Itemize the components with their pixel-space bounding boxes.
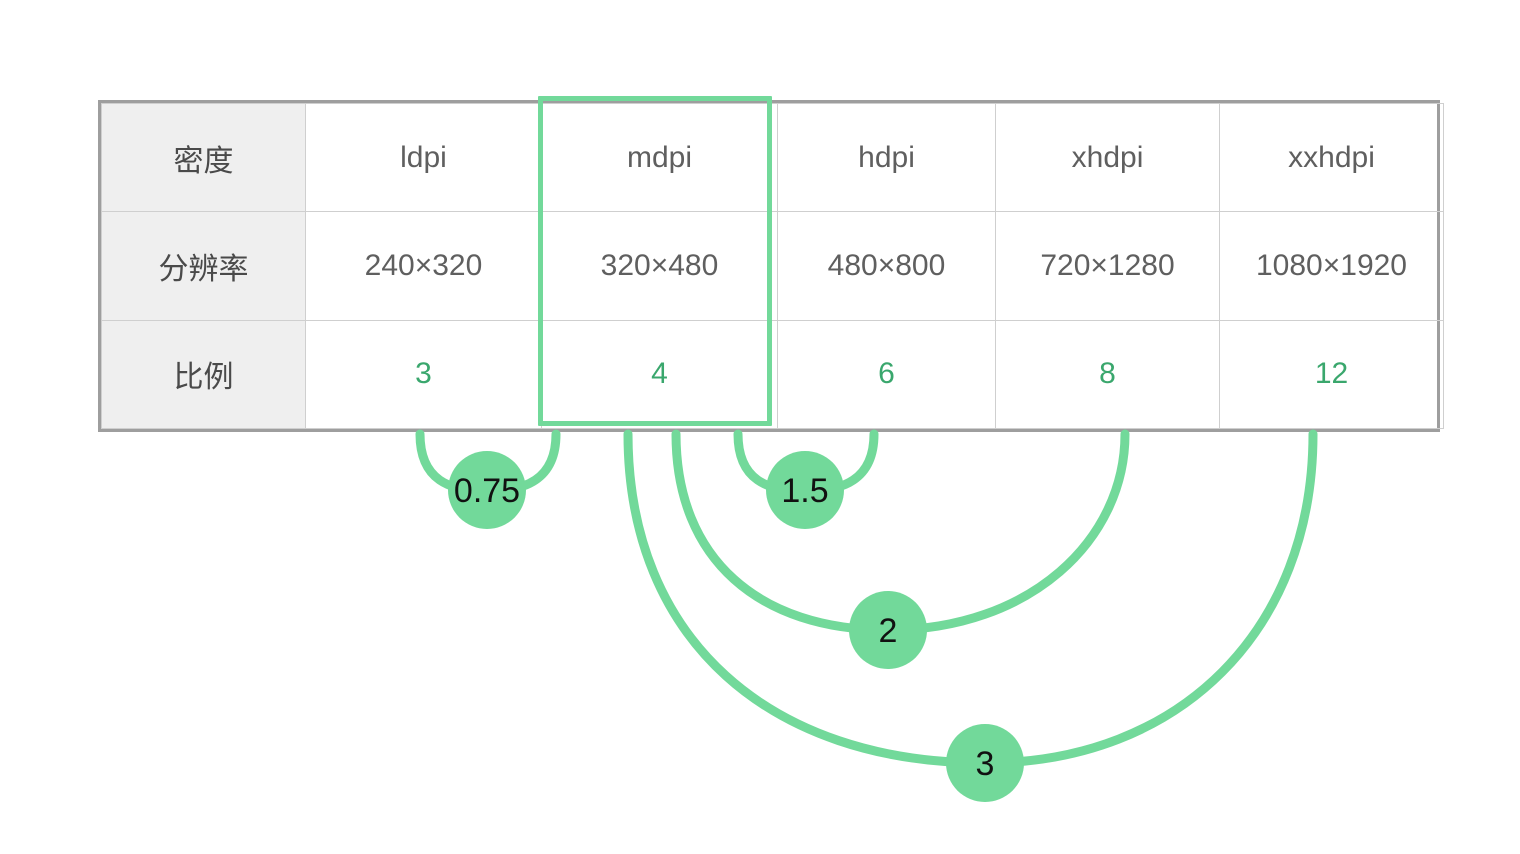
arc-node-label: 3 [976,745,995,783]
cell-resolution-xxhdpi[interactable]: 1080×1920 [1219,211,1444,321]
table-row-resolution: 分辨率 240×320 320×480 480×800 720×1280 108… [101,211,1444,321]
row-header-density: 密度 [101,102,306,213]
cell-ratio-xhdpi[interactable]: 8 [995,319,1220,430]
arc-node-3[interactable]: 3 [946,724,1024,802]
cell-resolution-ldpi[interactable]: 240×320 [305,211,542,321]
row-header-resolution: 分辨率 [101,211,306,321]
cell-resolution-mdpi[interactable]: 320×480 [541,211,778,321]
cell-density-xhdpi[interactable]: xhdpi [995,102,1220,213]
cell-ratio-hdpi[interactable]: 6 [777,319,996,430]
density-table-grid: 密度 ldpi mdpi hdpi xhdpi xxhdpi 分辨率 240×3… [101,102,1444,430]
arc-node-label: 2 [879,612,898,650]
cell-density-ldpi[interactable]: ldpi [305,102,542,213]
arc-xhdpi-mdpi [883,429,1130,635]
arc-node-2[interactable]: 2 [849,591,927,669]
table-row-ratio: 比例 3 4 6 8 12 [101,319,1444,430]
arc-mdpi-xxhdpi [623,429,990,768]
arc-node-circle [766,451,844,529]
arc-node-0-75[interactable]: 0.75 [448,451,526,529]
row-header-ratio: 比例 [101,319,306,430]
arc-node-label: 1.5 [781,472,828,510]
arc-xxhdpi-mdpi [980,429,1318,768]
arc-node-circle [448,451,526,529]
arc-mdpi-xhdpi [671,429,893,635]
arc-node-label: 0.75 [454,472,520,510]
arc-node-circle [849,591,927,669]
arc-node-1-5[interactable]: 1.5 [766,451,844,529]
cell-ratio-mdpi[interactable]: 4 [541,319,778,430]
cell-ratio-ldpi[interactable]: 3 [305,319,542,430]
cell-resolution-hdpi[interactable]: 480×800 [777,211,996,321]
cell-ratio-xxhdpi[interactable]: 12 [1219,319,1444,430]
arc-node-circle [946,724,1024,802]
